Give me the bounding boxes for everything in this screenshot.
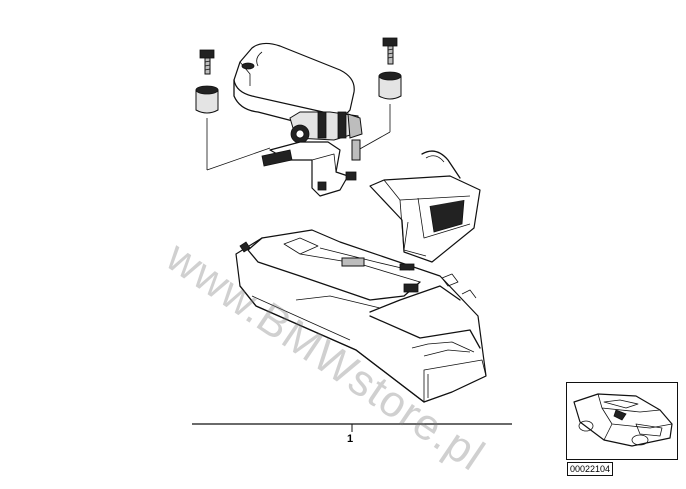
reference-thumbnail-frame	[566, 382, 678, 460]
centre-console	[235, 229, 487, 403]
left-bolt	[199, 49, 215, 75]
armrest-assembly	[233, 42, 363, 197]
right-bolt	[382, 37, 398, 65]
right-spacer-sleeve	[378, 71, 402, 100]
left-spacer-sleeve	[195, 85, 219, 114]
part-number-line	[192, 423, 512, 432]
cup-holder-tray	[369, 150, 481, 263]
reference-car-thumbnail	[573, 393, 673, 447]
assembly-leader-lines	[206, 104, 391, 171]
part-number-label: 1	[347, 433, 354, 445]
reference-code: 00022104	[567, 462, 614, 476]
